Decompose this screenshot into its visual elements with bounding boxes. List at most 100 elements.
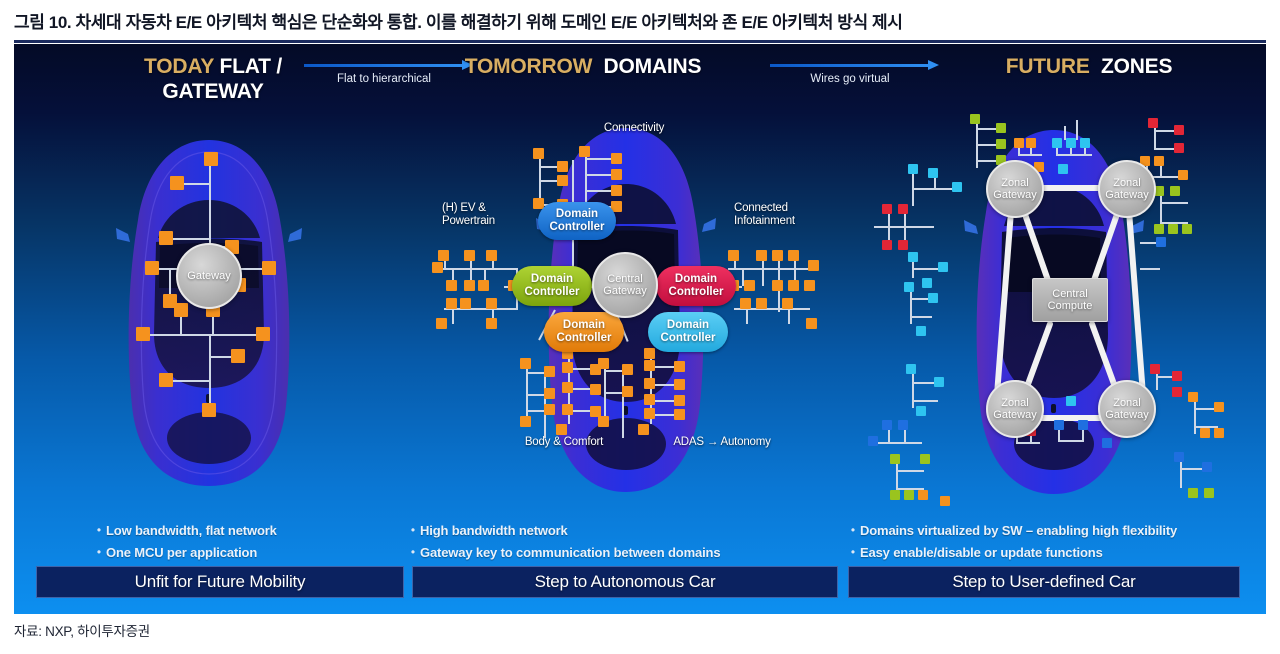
ecu-node (170, 176, 184, 190)
bullet-item: • Gateway key to communication between d… (406, 544, 721, 561)
bullets-future: • Domains virtualized by SW – enabling h… (846, 522, 1177, 566)
panel-future: Zonal Gateway Zonal Gateway Zonal Gatewa… (844, 114, 1266, 518)
arrow-label-wires-go-virtual: Wires go virtual (810, 73, 890, 85)
wire (209, 356, 211, 410)
wire (209, 334, 211, 358)
ecu-node (231, 349, 245, 363)
bullet-dot-icon: • (410, 545, 416, 559)
wire (177, 183, 211, 185)
gateway-node[interactable]: Gateway (176, 243, 242, 309)
arrow-line (770, 64, 930, 67)
wire (212, 310, 214, 336)
wire (572, 234, 574, 274)
ecu-node (159, 231, 173, 245)
sensor-cluster-mid-left (880, 282, 960, 362)
ecu-node (159, 373, 173, 387)
arrow-label-flat-to-hierarchical: Flat to hierarchical (337, 73, 431, 85)
heading-today-white-2: GATEWAY (162, 80, 264, 103)
wire (180, 310, 182, 336)
bullets-today: • Low bandwidth, flat network • One MCU … (92, 522, 277, 566)
bullet-dot-icon: • (96, 545, 102, 559)
banner-step-to-user-defined-car[interactable]: Step to User-defined Car (848, 566, 1240, 598)
bullet-dot-icon: • (850, 545, 856, 559)
sensor-cluster-mid-right (1130, 236, 1190, 296)
bullet-item: • High bandwidth network (406, 522, 720, 539)
panel-today: Gateway (14, 118, 404, 518)
ecu-node (145, 261, 159, 275)
bullet-text: Gateway key to communication between dom… (420, 545, 721, 560)
bullet-text: One MCU per application (106, 545, 258, 560)
domain-controller-connectivity[interactable]: Domain Controller (538, 202, 616, 240)
bullet-dot-icon: • (410, 523, 416, 537)
banner-step-to-autonomous-car[interactable]: Step to Autonomous Car (412, 566, 838, 598)
sensor-cluster-hood-left (954, 114, 1034, 188)
domain-controller-adas[interactable]: Domain Controller (648, 312, 728, 352)
domain-controller-infotainment[interactable]: Domain Controller (656, 266, 736, 306)
bullet-item: • One MCU per application (92, 544, 277, 561)
bullets-tomorrow: • High bandwidth network • Gateway key t… (406, 522, 721, 566)
bullet-item: • Easy enable/disable or update function… (846, 544, 1177, 561)
bullet-text: Low bandwidth, flat network (106, 523, 277, 538)
zonal-gateway-rear-right[interactable]: Zonal Gateway (1098, 380, 1156, 438)
zonal-gateway-front-right[interactable]: Zonal Gateway (1098, 160, 1156, 218)
bullet-text: High bandwidth network (420, 523, 568, 538)
central-gateway-node[interactable]: Central Gateway (592, 252, 658, 318)
sensor-cluster-rear-right (1134, 362, 1264, 502)
wire (169, 268, 171, 300)
ecu-node (163, 294, 177, 308)
wire (544, 368, 546, 438)
wire (142, 334, 262, 336)
wire (209, 160, 211, 212)
diagram-canvas: TODAY FLAT / GATEWAY Flat to hierarchica… (14, 44, 1266, 614)
bullet-item: • Low bandwidth, flat network (92, 522, 277, 539)
banner-unfit-for-future-mobility[interactable]: Unfit for Future Mobility (36, 566, 404, 598)
ecu-node (204, 152, 218, 166)
heading-tomorrow-white: DOMAINS (603, 55, 702, 78)
label-connected-infotainment: Connected Infotainment (734, 202, 795, 227)
wire (152, 268, 182, 270)
zonal-gateway-front-left[interactable]: Zonal Gateway (986, 160, 1044, 218)
wire (209, 212, 211, 270)
ecu-cluster-body-comfort (516, 348, 606, 438)
wire (236, 268, 268, 270)
central-compute-node[interactable]: Central Compute (1032, 278, 1108, 322)
source-note: 자료: NXP, 하이투자증권 (14, 624, 150, 639)
page-title: 그림 10. 차세대 자동차 E/E 아키텍처 핵심은 단순화와 통합. 이를 … (14, 13, 903, 32)
wire (166, 380, 210, 382)
domain-controller-body[interactable]: Domain Controller (544, 312, 624, 352)
ecu-node (136, 327, 150, 341)
bullet-item: • Domains virtualized by SW – enabling h… (846, 522, 1177, 539)
ecu-node (256, 327, 270, 341)
heading-future-gold: FUTURE (1005, 55, 1090, 78)
bullet-text: Domains virtualized by SW – enabling hig… (860, 523, 1178, 538)
heading-future-white: ZONES (1100, 55, 1173, 78)
panel-heading-tomorrow: TOMORROW DOMAINS (418, 44, 748, 118)
label-ev-powertrain: (H) EV & Powertrain (442, 202, 495, 227)
zonal-gateway-rear-left[interactable]: Zonal Gateway (986, 380, 1044, 438)
wire (209, 356, 237, 358)
arrow-line (304, 64, 464, 67)
arrow-head-icon (462, 60, 473, 70)
label-body-comfort: Body & Comfort (524, 436, 604, 448)
label-connectivity: Connectivity (603, 122, 665, 134)
arrow-head-icon (928, 60, 939, 70)
ecu-node (202, 403, 216, 417)
heading-today-white: FLAT / (219, 55, 283, 78)
wire (572, 160, 574, 222)
label-adas-autonomy: ADAS → Autonomy (673, 436, 771, 448)
bullet-text: Easy enable/disable or update functions (860, 545, 1103, 560)
title-divider (14, 40, 1266, 43)
sensor-cluster-rear-left (864, 364, 994, 506)
sensor-cluster-front-left (866, 148, 996, 288)
domain-controller-powertrain[interactable]: Domain Controller (512, 266, 592, 306)
panel-heading-today: TODAY FLAT / GATEWAY (28, 44, 398, 118)
heading-tomorrow-gold: TOMORROW (464, 55, 593, 78)
sensor-cluster-front-right (1126, 118, 1266, 248)
panel-heading-future: FUTURE ZONES (924, 44, 1254, 118)
bullet-dot-icon: • (850, 523, 856, 537)
sensor-cluster-front-center (996, 120, 1126, 198)
wire (167, 238, 211, 240)
ecu-cluster-infotainment (722, 246, 822, 336)
bullet-dot-icon: • (96, 523, 102, 537)
